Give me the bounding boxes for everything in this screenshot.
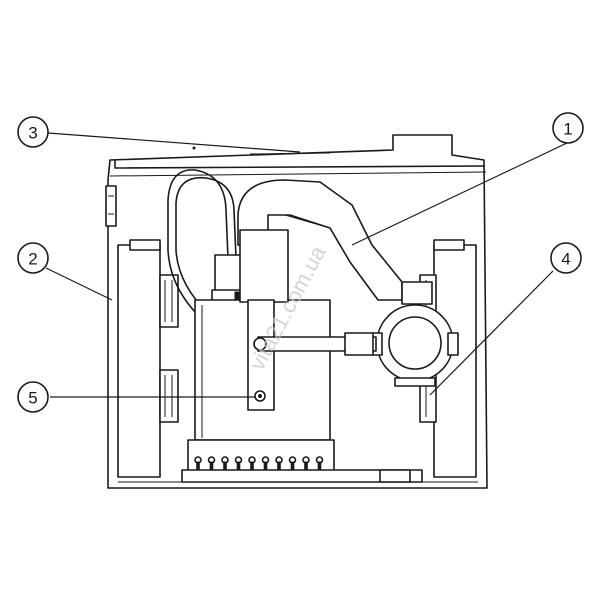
- callout-4: 4: [550, 242, 582, 274]
- callout-3-label: 3: [28, 124, 37, 143]
- strainer-slot-stem: [263, 461, 268, 471]
- strainer-slot-stem: [317, 461, 322, 471]
- callout-1-label: 1: [563, 120, 572, 139]
- strainer-slot-stem: [304, 461, 308, 471]
- strainer-slot-stem: [277, 461, 281, 471]
- strainer-slot-stem: [196, 461, 200, 471]
- callout-2-label: 2: [28, 250, 37, 269]
- discharge-pipe: [237, 179, 403, 301]
- right-support-frame: [419, 239, 477, 478]
- strainer-slot-stem: [290, 461, 295, 471]
- callout-leaders: [45, 132, 568, 398]
- left-support-frame: [117, 239, 179, 478]
- callout-5-label: 5: [28, 389, 37, 408]
- fixing-screw: [254, 390, 266, 402]
- check-valve: [371, 281, 459, 387]
- callout-2: 2: [17, 242, 49, 274]
- callout-1: 1: [552, 112, 584, 144]
- strainer-slot-stem: [223, 461, 227, 471]
- lid: [114, 152, 485, 169]
- strainer-slot-stem: [209, 461, 214, 471]
- callout-4-label: 4: [561, 250, 570, 269]
- callout-3: 3: [17, 116, 49, 148]
- strainer-slot-stem: [250, 461, 254, 471]
- lid-mark: [192, 146, 196, 150]
- callout-5: 5: [17, 381, 49, 413]
- pump-strainer: [181, 439, 423, 483]
- bracket-rod: [253, 332, 377, 356]
- strainer-slot-stem: [236, 461, 241, 471]
